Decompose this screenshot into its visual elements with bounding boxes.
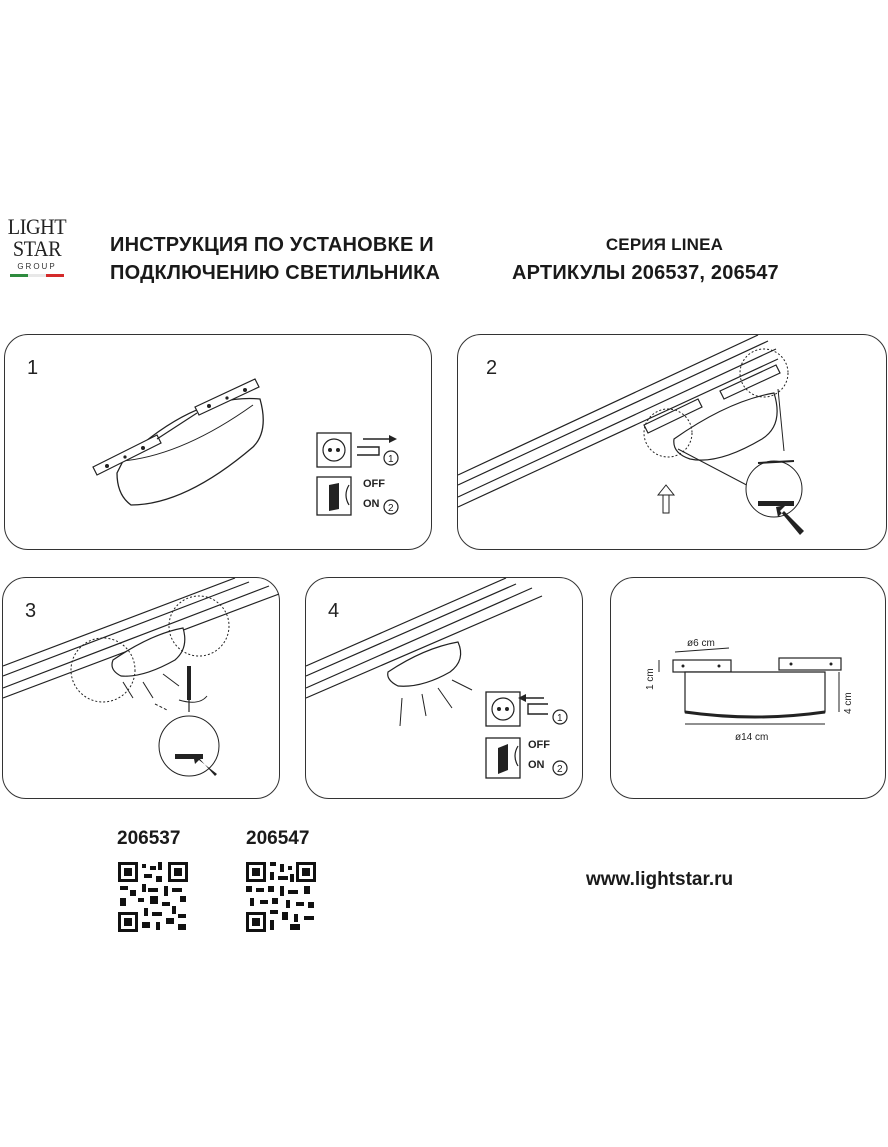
series-label: СЕРИЯ LINEA <box>605 235 724 254</box>
product-info: СЕРИЯ LINEA АРТИКУЛЫ 206537, 206547 <box>512 231 812 287</box>
step-circle-1: 1 <box>388 454 394 465</box>
plug-icon <box>357 446 380 456</box>
dimensions-diagram: ø6 cm 1 cm 4 cm ø14 cm <box>645 638 854 743</box>
step-panel-2: 2 <box>457 334 887 550</box>
power-connect-diagram: OFF ON 1 2 <box>485 691 568 779</box>
title-line-2: ПОДКЛЮЧЕНИЮ СВЕТИЛЬНИКА <box>110 262 441 284</box>
step-circle-2: 2 <box>557 764 563 775</box>
dimensions-panel: ø6 cm 1 cm 4 cm ø14 cm <box>610 577 886 799</box>
socket-icon <box>316 432 352 468</box>
step-panel-1: 1 OFF ON 1 2 <box>4 334 432 550</box>
socket-icon <box>485 691 521 727</box>
step-number: 4 <box>328 600 340 622</box>
step-number: 3 <box>25 600 37 622</box>
title-line-1: ИНСТРУКЦИЯ ПО УСТАНОВКЕ И <box>110 234 434 256</box>
step-circle-2: 2 <box>388 503 394 514</box>
on-label: ON <box>363 498 380 510</box>
website-link[interactable]: www.lightstar.ru <box>586 869 734 890</box>
step-panel-3: 3 <box>2 577 280 799</box>
document-title: ИНСТРУКЦИЯ ПО УСТАНОВКЕ И ПОДКЛЮЧЕНИЮ СВ… <box>110 231 490 287</box>
step-panel-4: 4 OFF ON 1 2 <box>305 577 583 799</box>
step-circle-1: 1 <box>557 713 563 724</box>
article-code-1: 206537 <box>117 828 181 849</box>
lock-screw-illustration <box>3 578 279 777</box>
logo-line-1: LIGHT <box>7 214 67 239</box>
step-number: 2 <box>486 357 498 379</box>
article-code-2: 206547 <box>246 828 310 849</box>
body-height-label: 4 cm <box>843 692 854 714</box>
power-on-illustration <box>306 578 543 727</box>
power-disconnect-diagram: OFF ON 1 2 <box>316 432 399 516</box>
plug-icon <box>527 703 548 715</box>
on-label: ON <box>528 759 545 771</box>
qr-code-icon[interactable] <box>118 862 188 932</box>
qr-code-icon[interactable] <box>246 862 316 932</box>
off-label: OFF <box>528 739 550 751</box>
mount-height-label: 1 cm <box>645 668 656 690</box>
diameter-label: ø14 cm <box>735 732 768 743</box>
track-mount-illustration <box>458 335 804 535</box>
italian-flag-stripe <box>10 274 64 277</box>
logo-line-3: GROUP <box>17 262 57 271</box>
articles-label: АРТИКУЛЫ 206537, 206547 <box>512 262 779 284</box>
width-label: ø6 cm <box>687 638 715 649</box>
brand-logo: LIGHT STAR GROUP <box>4 216 70 296</box>
off-label: OFF <box>363 478 385 490</box>
logo-line-2: STAR <box>12 236 62 261</box>
luminaire-illustration <box>92 378 264 506</box>
step-number: 1 <box>27 357 39 379</box>
